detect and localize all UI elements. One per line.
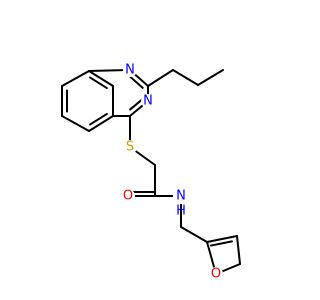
bond-ch2-furan bbox=[180, 226, 208, 243]
bond-cf3-cf4 bbox=[236, 235, 241, 265]
bond-c7-c8-inner bbox=[89, 112, 108, 126]
bond-c4a-c5 bbox=[61, 70, 90, 87]
bond-propyl1-propyl2 bbox=[172, 69, 199, 86]
bond-c8a-c4a-inner bbox=[89, 76, 108, 90]
atom-sulfur-label: S bbox=[126, 140, 134, 155]
bond-c6-c7 bbox=[61, 115, 90, 132]
bond-cf2-cf3 bbox=[206, 235, 238, 243]
bond-n1-c2-inner bbox=[129, 75, 144, 89]
atom-n3: N bbox=[141, 94, 155, 109]
atom-n1: N bbox=[123, 63, 137, 78]
molecule-structure: N N S O N H O bbox=[61, 63, 241, 282]
bond-n3-c4-inner bbox=[129, 97, 144, 111]
atom-n1-label: N bbox=[125, 63, 135, 78]
atom-carbonyl-oxygen-label: O bbox=[123, 189, 133, 204]
atom-label-layer: N N S O N H O bbox=[121, 63, 223, 282]
atom-furan-oxygen: O bbox=[209, 267, 223, 282]
atom-furan-oxygen-label: O bbox=[211, 267, 221, 282]
atom-amide-nitrogen: N H bbox=[173, 188, 189, 219]
atom-sulfur: S bbox=[123, 140, 137, 155]
bond-propyl2-propyl3 bbox=[197, 69, 224, 86]
atom-carbonyl-oxygen: O bbox=[121, 189, 135, 204]
bond-c2-propyl1 bbox=[147, 69, 174, 87]
bond-c7-c8 bbox=[88, 115, 114, 132]
atom-amide-nitrogen-label: N bbox=[176, 189, 186, 204]
bond-c8a-c4a bbox=[88, 70, 114, 87]
atom-amide-hydrogen-label: H bbox=[176, 204, 186, 219]
atom-n3-label: N bbox=[143, 94, 153, 109]
bond-cf2-cf3-inner bbox=[209, 240, 233, 247]
